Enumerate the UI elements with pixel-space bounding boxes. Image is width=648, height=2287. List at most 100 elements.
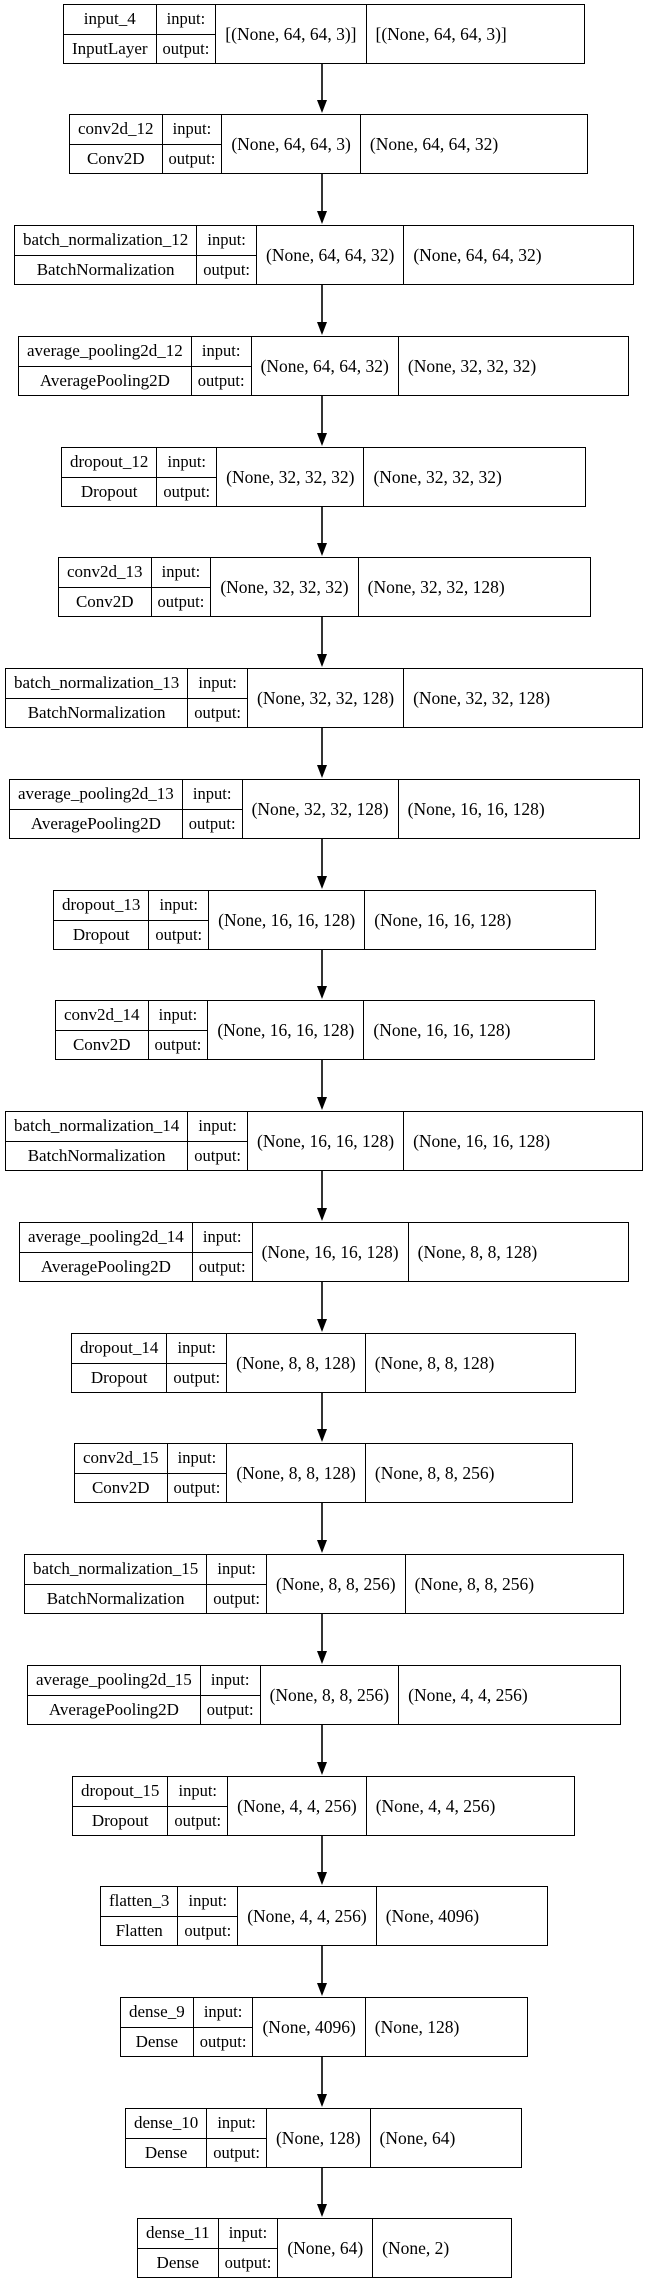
arrowhead-icon [317, 1097, 327, 1110]
input-shape: (None, 128) [267, 2109, 371, 2167]
layer-name: dense_11 [138, 2219, 218, 2249]
layer-name: conv2d_13 [59, 558, 151, 588]
input-shape: (None, 8, 8, 128) [227, 1444, 366, 1502]
io-label-cell: input:output: [151, 558, 212, 616]
output-label: output: [163, 481, 211, 501]
input-shape: (None, 16, 16, 128) [208, 1001, 365, 1059]
output-shape: (None, 16, 16, 128) [373, 1019, 511, 1040]
layer-type: BatchNormalization [27, 702, 166, 722]
output-label: output: [203, 259, 250, 279]
input-shape: (None, 32, 32, 32) [211, 558, 359, 616]
output-label: output: [162, 38, 210, 58]
input-label: input: [188, 669, 247, 699]
layer-name: average_pooling2d_12 [19, 337, 191, 367]
input-label: input: [167, 1334, 227, 1364]
io-label-cell: input:output: [192, 1223, 253, 1281]
output-shape: (None, 16, 16, 128) [413, 1130, 551, 1151]
output-shape: (None, 32, 32, 32) [407, 355, 537, 376]
input-label: input: [149, 891, 209, 921]
input-label: input: [200, 1666, 260, 1696]
io-label-cell: input: output: [200, 1666, 261, 1724]
input-label: input: [197, 226, 256, 256]
input-label: input: [162, 115, 222, 145]
input-shape: (None, 4096) [253, 1998, 366, 2056]
io-label-cell: input: output: [207, 2109, 267, 2167]
input-shape: (None, 16, 16, 128) [209, 891, 366, 949]
input-shape: (None, 4, 4, 256) [228, 1777, 367, 1835]
input-label: input: [182, 780, 242, 810]
arrowhead-icon [317, 211, 327, 224]
output-label: output: [197, 370, 245, 390]
layer-name: flatten_3 [101, 1887, 178, 1917]
layer-type: Conv2D [72, 1034, 131, 1054]
layer-type: Conv2D [86, 148, 145, 168]
input-label: input: [191, 337, 251, 367]
input-shape: (None, 64, 64, 32) [257, 226, 405, 284]
arrowhead-icon [317, 1319, 327, 1332]
layer-name: batch_normalization_12 [15, 226, 197, 256]
layer-type: Dense [156, 2252, 200, 2272]
input-label: input: [168, 1777, 228, 1807]
output-shape: (None, 16, 16, 128) [407, 798, 545, 819]
output-label: output: [213, 2142, 260, 2162]
output-label: output: [188, 813, 236, 833]
output-shape: (None, 8, 8, 128) [417, 1241, 538, 1262]
io-label-cell: input: output: [182, 780, 243, 838]
input-shape: (None, 64) [278, 2219, 374, 2277]
layer-type: Dropout [90, 1367, 148, 1387]
layer-name: dense_9 [121, 1998, 193, 2028]
layer-type: Dense [144, 2142, 188, 2162]
arrowhead-icon [317, 322, 327, 335]
arrowhead-icon [317, 1983, 327, 1996]
output-label: output: [157, 591, 205, 611]
output-label: output: [174, 1810, 222, 1830]
output-shape: (None, 64) [379, 2127, 456, 2148]
output-shape: (None, 4, 4, 256) [408, 1684, 528, 1705]
input-shape: (None, 8, 8, 256) [267, 1555, 406, 1613]
io-label-cell: input: output: [191, 337, 252, 395]
input-shape: (None, 32, 32, 128) [243, 780, 399, 838]
output-label: output: [206, 1699, 254, 1719]
arrowhead-icon [317, 765, 327, 778]
output-shape: (None, 4096) [385, 1905, 480, 1926]
input-label: input: [207, 2109, 266, 2139]
layer-type: BatchNormalization [46, 1588, 185, 1608]
input-label: input: [157, 448, 217, 478]
output-label: output: [199, 2031, 247, 2051]
arrowhead-icon [317, 1762, 327, 1775]
output-shape: [(None, 64, 64, 3)] [375, 23, 507, 44]
input-shape: (None, 4, 4, 256) [238, 1887, 377, 1945]
layer-type: Conv2D [91, 1477, 150, 1497]
output-shape: (None, 8, 8, 256) [374, 1462, 495, 1483]
layer-name: average_pooling2d_14 [20, 1223, 192, 1253]
layer-name: dense_10 [126, 2109, 207, 2139]
output-shape: (None, 32, 32, 128) [413, 687, 551, 708]
